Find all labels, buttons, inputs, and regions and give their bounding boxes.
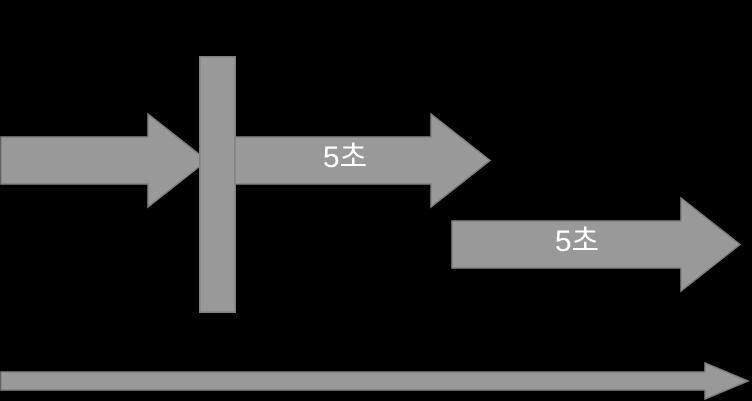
timeline-axis-arrow <box>0 361 750 401</box>
first-duration-arrow <box>234 112 492 209</box>
incoming-arrow <box>0 112 209 209</box>
vertical-barrier-bar <box>199 56 236 313</box>
second-duration-arrow <box>451 196 742 293</box>
